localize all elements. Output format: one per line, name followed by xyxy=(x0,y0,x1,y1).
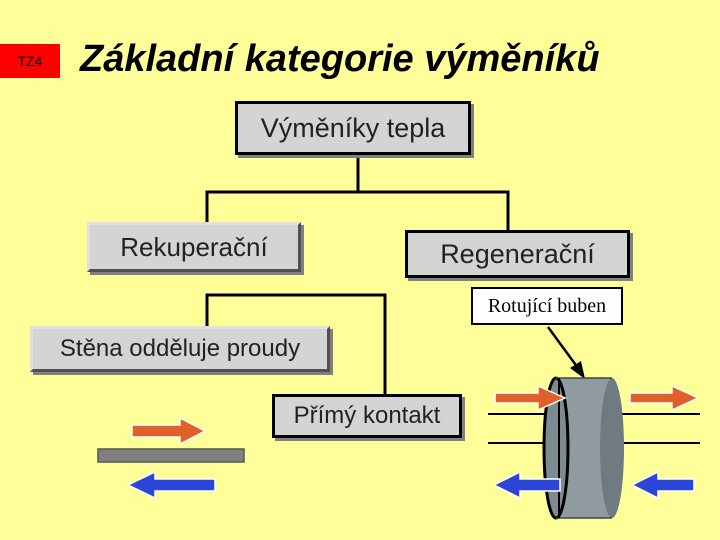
pointer-arrow xyxy=(546,326,585,379)
node-heat-exchangers: Výměníky tepla xyxy=(235,101,471,155)
connector-level1 xyxy=(205,190,510,230)
hot-flow-arrow-right xyxy=(629,384,700,412)
hot-flow-arrow-left xyxy=(494,384,567,412)
slide-tag: TZ4 xyxy=(0,44,60,78)
page-title: Základní kategorie výměníků xyxy=(80,38,600,80)
tree-connectors xyxy=(205,155,510,394)
recuperator-illustration xyxy=(97,416,245,500)
separating-wall xyxy=(97,448,245,463)
node-direct-contact: Přímý kontakt xyxy=(272,394,462,438)
node-recuperative: Rekuperační xyxy=(87,222,301,272)
rotating-drum xyxy=(542,376,624,520)
cold-flow-arrow-left xyxy=(492,470,561,500)
node-regenerative: Regenerační xyxy=(405,230,630,278)
regenerator-illustration xyxy=(488,376,700,520)
hot-flow-arrow xyxy=(131,416,207,446)
cold-flow-arrow-right xyxy=(630,470,695,500)
annotation-rotating-drum: Rotující buben xyxy=(471,287,623,325)
node-wall-separates: Stěna odděluje proudy xyxy=(30,326,330,372)
connector-level2 xyxy=(205,293,387,394)
cold-flow-arrow xyxy=(126,470,216,500)
